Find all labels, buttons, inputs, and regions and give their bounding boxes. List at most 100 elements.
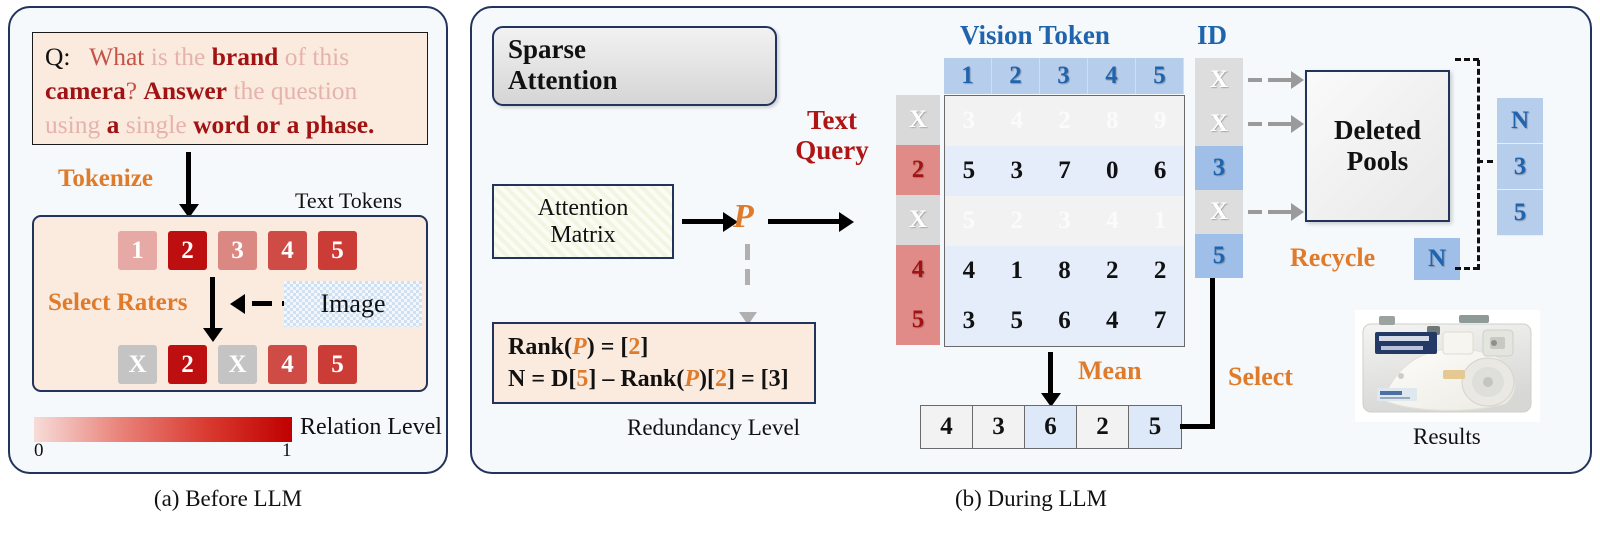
- relation-level-label: Relation Level: [300, 414, 442, 440]
- matrix-cell: 7: [1040, 146, 1089, 196]
- id-label: ID: [1197, 20, 1228, 50]
- question-word: single: [125, 109, 187, 139]
- vision-token-header-cell: 5: [1136, 58, 1184, 94]
- text-query-row-label: X: [896, 95, 940, 145]
- question-line-2: camera? Answer the question: [45, 74, 415, 108]
- formula-line-1: Rank(P) = [2]: [508, 331, 800, 363]
- formula-text: ) = [: [586, 334, 629, 360]
- matrix-cell: 3: [945, 96, 993, 146]
- question-box: Q: What is the brand of this camera? Ans…: [32, 32, 428, 145]
- matrix-cell: 2: [1136, 246, 1184, 296]
- token-chip: 2: [168, 345, 207, 384]
- deleted-pools-line-2: Pools: [1346, 146, 1409, 176]
- formula-text: N = D[: [508, 366, 577, 393]
- relation-level-gradient: [34, 417, 292, 442]
- question-word: the: [174, 42, 206, 71]
- deleted-pools-line-1: Deleted: [1334, 114, 1421, 145]
- formula-p: P: [684, 366, 700, 393]
- mean-cell: 5: [1129, 406, 1181, 448]
- attention-to-p-arrow-icon: [682, 219, 724, 224]
- delete-arrow-icon-1: [1248, 78, 1292, 82]
- legend-max-label: 1: [282, 440, 292, 461]
- delete-arrow-icon-2: [1248, 122, 1292, 126]
- matrix-cell: 3: [992, 146, 1041, 196]
- token-chip: X: [218, 345, 257, 384]
- select-arrow-icon: [1210, 276, 1215, 428]
- redundancy-formula-box: Rank(P) = [2] N = D[5] – Rank(P)[2] = [3…: [492, 322, 816, 404]
- dashed-bracket-icon: [1455, 48, 1495, 278]
- token-chip: 1: [118, 231, 157, 270]
- token-chip: 5: [318, 345, 357, 384]
- matrix-cell: 4: [992, 96, 1041, 146]
- matrix-cell: 4: [1088, 296, 1137, 346]
- id-cell: 3: [1195, 146, 1243, 190]
- question-word: of: [284, 42, 306, 71]
- question-word: camera: [45, 75, 126, 105]
- question-word: using: [45, 109, 101, 139]
- attention-matrix-line-1: Attention: [537, 194, 629, 221]
- legend-min-label: 0: [34, 440, 44, 461]
- panel-before-llm: Q: What is the brand of this camera? Ans…: [8, 6, 448, 474]
- formula-value: 2: [715, 366, 728, 393]
- sparse-attention-box: Sparse Attention: [492, 26, 777, 106]
- sparse-attention-line-1: Sparse: [508, 34, 587, 64]
- formula-line-2: N = D[5] – Rank(P)[2] = [3]: [508, 363, 800, 395]
- question-word: word: [193, 109, 250, 139]
- formula-value: 5: [576, 366, 589, 393]
- p-to-formula-dashed-arrow-icon: [745, 244, 750, 312]
- recycle-token-chip: N: [1414, 238, 1460, 280]
- tokenize-arrow-icon: [186, 152, 191, 205]
- matrix-cell: 8: [1088, 96, 1137, 146]
- question-word: Answer: [143, 75, 227, 105]
- matrix-cell: 5: [945, 146, 993, 196]
- question-word: is: [150, 42, 168, 71]
- text-query-line-1: Text: [806, 105, 857, 135]
- matrix-cell: 5: [992, 296, 1041, 346]
- token-chip: 5: [318, 231, 357, 270]
- result-token-cell: 5: [1497, 190, 1543, 236]
- matrix-cell: 0: [1088, 146, 1137, 196]
- matrix-cell: 1: [1136, 196, 1184, 246]
- question-word: brand: [211, 42, 279, 71]
- matrix-cell: 8: [1040, 246, 1089, 296]
- id-cell: X: [1195, 102, 1243, 146]
- mean-cell: 6: [1025, 406, 1077, 448]
- sparse-attention-line-2: Attention: [508, 65, 618, 96]
- matrix-cell: 4: [1088, 196, 1137, 246]
- matrix-cell: 5: [945, 196, 993, 246]
- question-word: question: [270, 75, 358, 105]
- matrix-cell: 1: [992, 246, 1041, 296]
- text-query-row-label: 2: [896, 145, 940, 195]
- matrix-cell: 4: [945, 246, 993, 296]
- question-word: the: [233, 75, 265, 105]
- text-query-line-2: Query: [795, 135, 869, 166]
- token-chip: 2: [168, 231, 207, 270]
- question-prefix: Q:: [45, 42, 71, 71]
- id-cell: X: [1195, 58, 1243, 102]
- recycle-label: Recycle: [1290, 243, 1376, 272]
- image-chip: Image: [284, 281, 422, 327]
- delete-arrow-icon-3: [1248, 210, 1292, 214]
- results-label: Results: [1413, 424, 1481, 449]
- deleted-pools-box: Deleted Pools: [1305, 70, 1450, 222]
- matrix-cell: 6: [1136, 146, 1184, 196]
- matrix-cell: 6: [1040, 296, 1089, 346]
- question-word: a: [286, 109, 300, 139]
- vision-token-header-cell: 4: [1088, 58, 1136, 94]
- select-raters-label: Select Raters: [48, 289, 188, 316]
- question-word: this: [312, 42, 350, 71]
- text-query-row-label: 5: [896, 295, 940, 345]
- formula-text: Rank(: [508, 334, 573, 360]
- id-cell: X: [1195, 190, 1243, 234]
- p-symbol: P: [733, 198, 754, 235]
